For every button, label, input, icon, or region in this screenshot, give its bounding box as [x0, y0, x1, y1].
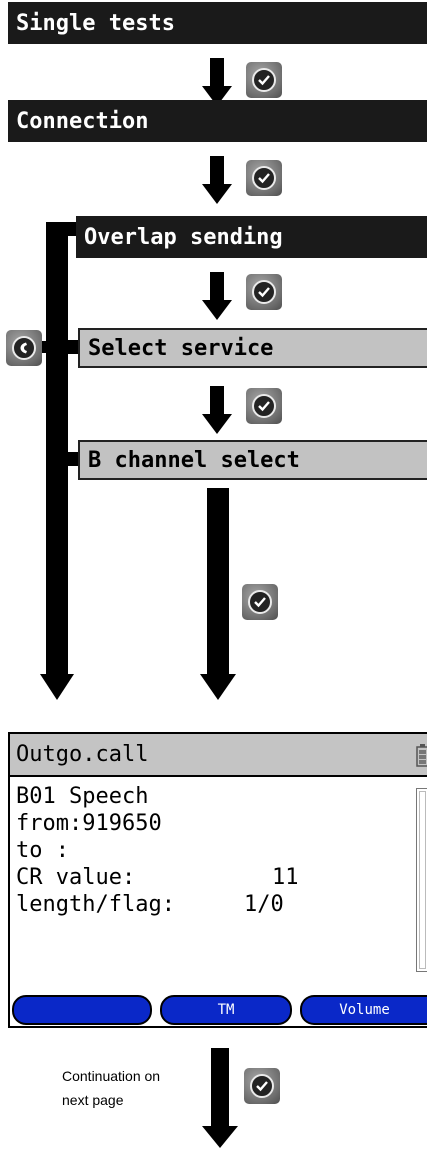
device-screen: Outgo.call B01 Speech from:919650 to : C… — [8, 732, 427, 1028]
softkey-volume-button[interactable]: Volume — [300, 995, 427, 1025]
screen-scrollbar[interactable] — [416, 788, 427, 972]
battery-icon — [416, 744, 427, 767]
long-arrow-head — [200, 674, 236, 700]
arrow-1-head — [202, 86, 232, 106]
checkmark-button-icon — [246, 62, 282, 98]
softkey-volume-label: Volume — [339, 1002, 390, 1018]
screen-line-service: B01 Speech — [16, 784, 149, 809]
step-overlap-sending: Overlap sending — [76, 216, 427, 258]
screen-line-from: from:919650 — [16, 811, 162, 836]
bracket-tick-service — [46, 340, 80, 354]
checkmark-button-icon — [242, 584, 278, 620]
handset-button-icon — [6, 330, 42, 366]
left-arrow-head — [40, 674, 74, 700]
arrow-3-shaft — [210, 272, 224, 302]
continue-arrow-shaft — [211, 1048, 229, 1128]
step-select-service-label: Select service — [88, 335, 274, 361]
step-connection: Connection — [8, 100, 427, 142]
step-connection-label: Connection — [16, 108, 149, 134]
continuation-line-1: Continuation on — [62, 1068, 161, 1084]
screen-length-flag-label: length/flag: — [16, 892, 175, 917]
continuation-note: Continuation on next page — [62, 1064, 160, 1112]
arrow-4-shaft — [210, 386, 224, 416]
arrow-2-head — [202, 184, 232, 204]
screen-line-to: to : — [16, 838, 69, 863]
bracket-tick-overlap — [46, 222, 80, 236]
checkmark-button-icon — [246, 274, 282, 310]
continue-arrow-head — [202, 1126, 238, 1148]
step-single-tests: Single tests — [8, 2, 427, 44]
screen-title-text: Outgo.call — [16, 742, 149, 767]
screen-cr-label: CR value: — [16, 865, 136, 890]
softkey-tm-label: TM — [217, 1002, 235, 1018]
step-b-channel-select: B channel select — [78, 440, 427, 480]
screen-title: Outgo.call — [10, 734, 427, 777]
checkmark-button-icon — [244, 1068, 280, 1104]
continuation-line-2: next page — [62, 1092, 124, 1108]
long-arrow-shaft — [207, 488, 229, 676]
screen-length-flag-value: 1/0 — [244, 892, 284, 917]
step-single-tests-label: Single tests — [16, 10, 175, 36]
checkmark-button-icon — [246, 160, 282, 196]
step-overlap-sending-label: Overlap sending — [84, 224, 283, 250]
softkey-tm-button[interactable]: TM — [160, 995, 292, 1025]
left-bracket-line — [46, 222, 68, 674]
arrow-3-head — [202, 300, 232, 320]
checkmark-button-icon — [246, 388, 282, 424]
screen-cr-value: 11 — [272, 865, 299, 890]
step-b-channel-select-label: B channel select — [88, 447, 300, 473]
bracket-tick-bchannel — [46, 452, 80, 466]
arrow-4-head — [202, 414, 232, 434]
arrow-2-shaft — [210, 156, 224, 186]
arrow-1-shaft — [210, 58, 224, 88]
softkey-left-button[interactable] — [12, 995, 152, 1025]
step-select-service: Select service — [78, 328, 427, 368]
